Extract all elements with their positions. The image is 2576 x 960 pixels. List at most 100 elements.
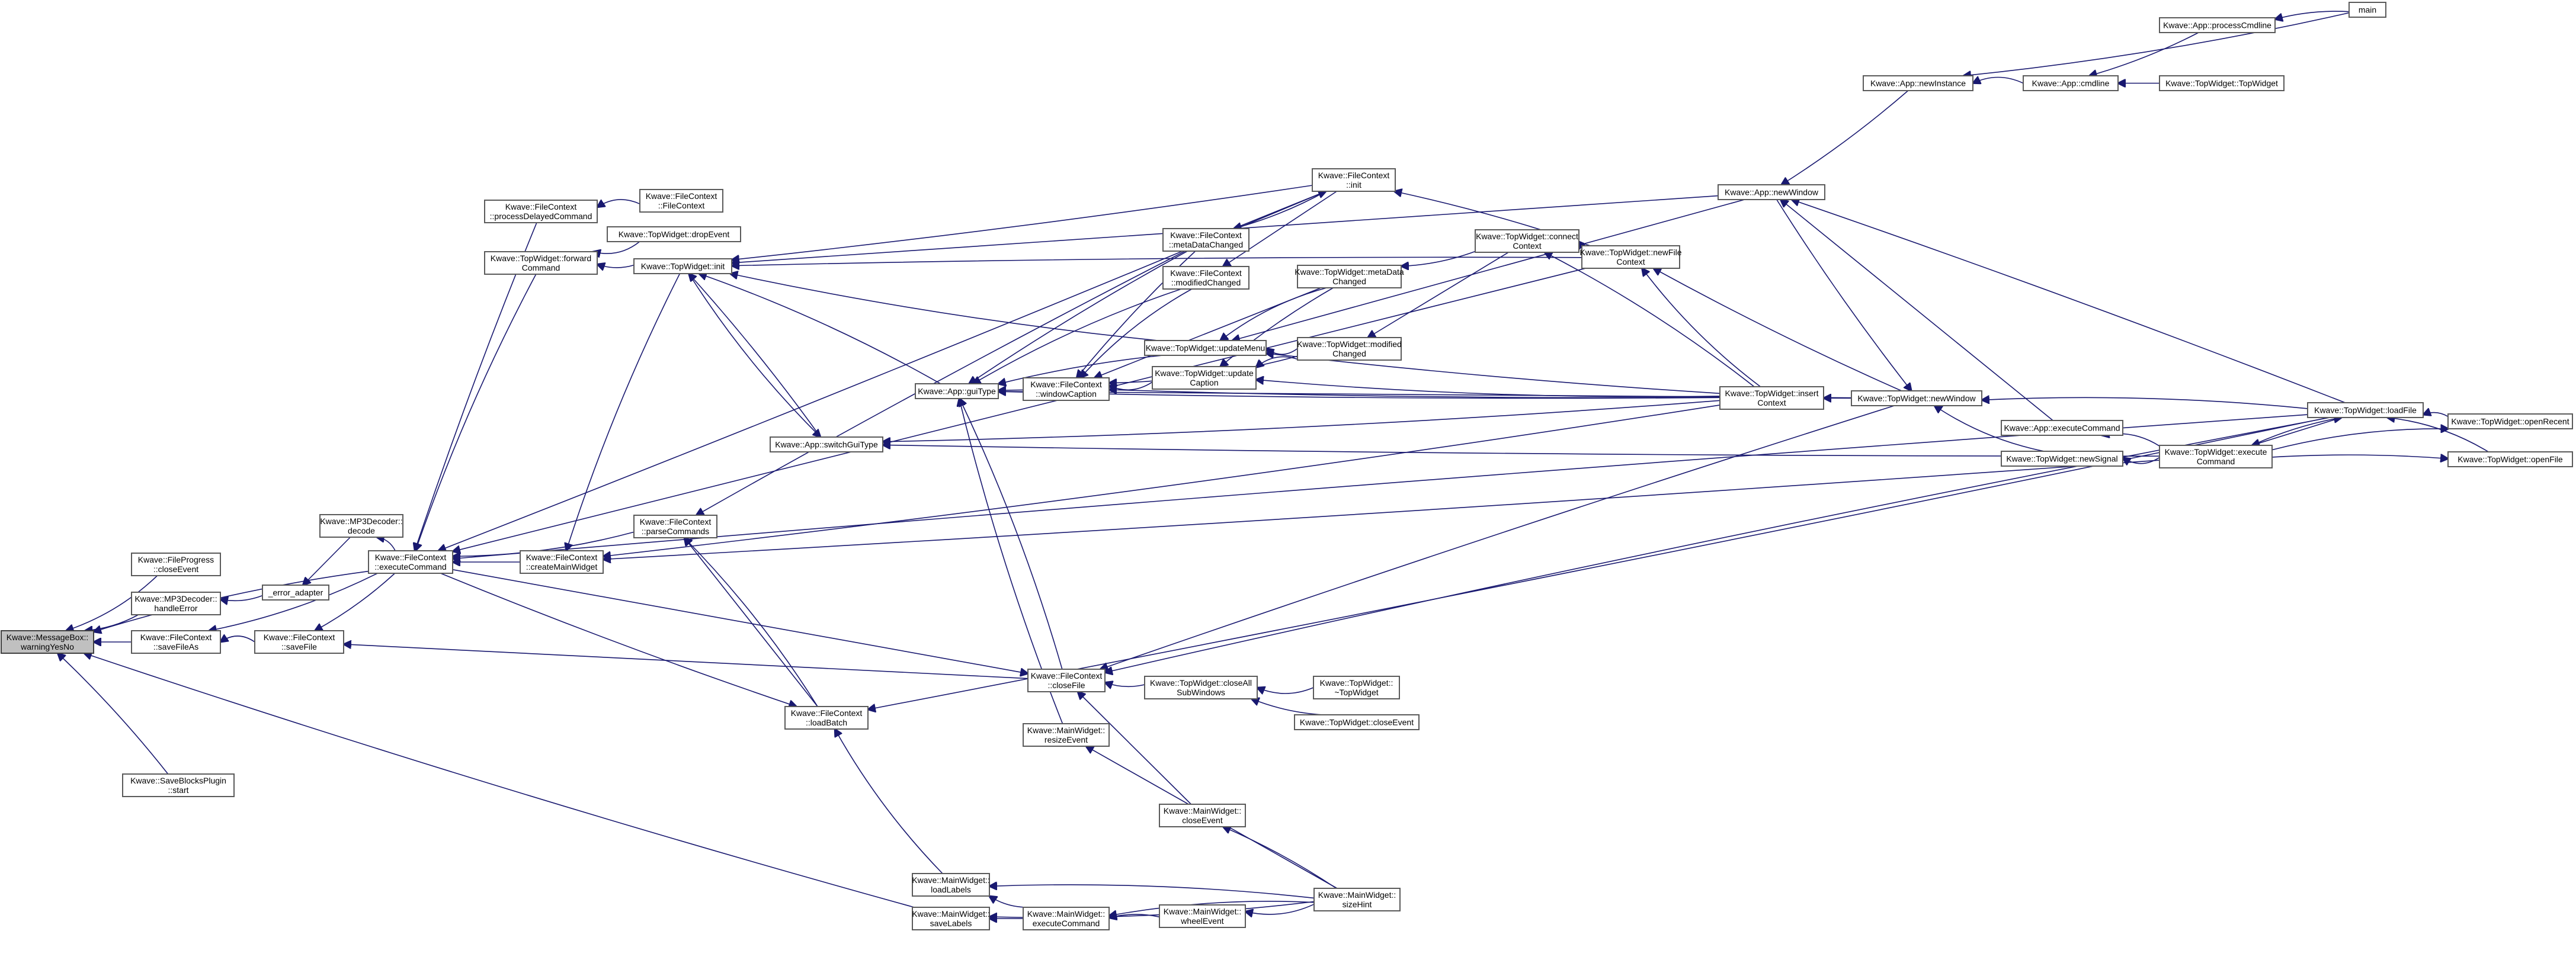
node-fcctor[interactable]: Kwave::FileContext::FileContext <box>639 189 723 213</box>
node-twmeta[interactable]: Kwave::TopWidget::metaDataChanged <box>1295 265 1404 288</box>
node-box[interactable] <box>2348 2 2386 18</box>
node-twinit[interactable]: Kwave::TopWidget::init <box>633 258 732 274</box>
node-wincaption[interactable]: Kwave::FileContext::windowCaption <box>1023 377 1110 401</box>
node-box[interactable] <box>1159 804 1246 827</box>
node-box[interactable] <box>607 226 741 242</box>
node-mwclose[interactable]: Kwave::MainWidget::closeEvent <box>1159 804 1246 827</box>
node-box[interactable] <box>2159 75 2285 91</box>
node-box[interactable] <box>1 630 94 654</box>
node-saveblocks[interactable]: Kwave::SaveBlocksPlugin::start <box>122 773 235 797</box>
node-twmod[interactable]: Kwave::TopWidget::modifiedChanged <box>1297 337 1402 361</box>
node-box[interactable] <box>131 630 221 654</box>
node-switchgui[interactable]: Kwave::App::switchGuiType <box>770 436 883 452</box>
node-box[interactable] <box>639 189 723 213</box>
node-box[interactable] <box>2447 413 2573 429</box>
node-box[interactable] <box>2159 17 2276 33</box>
node-box[interactable] <box>1297 265 1402 288</box>
node-savefile[interactable]: Kwave::FileContext::saveFile <box>254 630 344 654</box>
node-createmw[interactable]: Kwave::FileContext::createMainWidget <box>520 550 604 574</box>
node-parsecmd[interactable]: Kwave::FileContext::parseCommands <box>633 515 717 538</box>
node-box[interactable] <box>1313 676 1400 699</box>
node-updmenu[interactable]: Kwave::TopWidget::updateMenu <box>1144 340 1267 356</box>
node-appnewwin[interactable]: Kwave::App::newWindow <box>1718 184 1825 200</box>
node-box[interactable] <box>262 585 329 601</box>
node-procdelayed[interactable]: Kwave::FileContext::processDelayedComman… <box>484 200 598 223</box>
node-box[interactable] <box>912 873 990 897</box>
node-box[interactable] <box>1475 229 1579 253</box>
node-box[interactable] <box>122 773 235 797</box>
node-box[interactable] <box>319 514 403 538</box>
node-box[interactable] <box>1023 377 1110 401</box>
node-box[interactable] <box>1144 340 1267 356</box>
node-loadfile[interactable]: Kwave::TopWidget::loadFile <box>2307 402 2424 418</box>
node-box[interactable] <box>1863 75 1973 91</box>
node-box[interactable] <box>1718 184 1825 200</box>
node-openrecent[interactable]: Kwave::TopWidget::openRecent <box>2447 413 2573 429</box>
node-box[interactable] <box>1581 245 1680 269</box>
node-fileprog[interactable]: Kwave::FileProgress::closeEvent <box>131 553 221 576</box>
node-box[interactable] <box>915 383 999 399</box>
node-box[interactable] <box>520 550 604 574</box>
node-box[interactable] <box>1159 904 1246 928</box>
node-box[interactable] <box>633 515 717 538</box>
node-box[interactable] <box>1719 386 1824 410</box>
node-guitype[interactable]: Kwave::App::guiType <box>915 383 999 399</box>
node-box[interactable] <box>2023 75 2119 91</box>
node-fcinit[interactable]: Kwave::FileContext::init <box>1312 168 1396 192</box>
node-twdtor[interactable]: Kwave::TopWidget::~TopWidget <box>1313 676 1400 699</box>
node-mp3err[interactable]: Kwave::MP3Decoder::handleError <box>131 592 221 615</box>
node-warn[interactable]: Kwave::MessageBox::warningYesNo <box>1 630 94 654</box>
node-openfile[interactable]: Kwave::TopWidget::openFile <box>2447 451 2573 467</box>
node-box[interactable] <box>2159 445 2273 468</box>
node-mp3dec[interactable]: Kwave::MP3Decoder::decode <box>319 514 403 538</box>
node-box[interactable] <box>131 592 221 615</box>
node-loadbatch[interactable]: Kwave::FileContext::loadBatch <box>784 706 869 730</box>
node-box[interactable] <box>1027 669 1106 692</box>
node-box[interactable] <box>1312 168 1396 192</box>
node-mwsave[interactable]: Kwave::MainWidget::saveLabels <box>912 907 990 930</box>
node-saveas[interactable]: Kwave::FileContext::saveFileAs <box>131 630 221 654</box>
node-mwwheel[interactable]: Kwave::MainWidget::wheelEvent <box>1159 904 1246 928</box>
node-box[interactable] <box>912 907 990 930</box>
node-newsignal[interactable]: Kwave::TopWidget::newSignal <box>2001 451 2123 467</box>
node-twctor[interactable]: Kwave::TopWidget::TopWidget <box>2159 75 2285 91</box>
node-main[interactable]: main <box>2348 2 2386 18</box>
node-box[interactable] <box>368 550 453 574</box>
node-box[interactable] <box>1023 907 1110 930</box>
node-box[interactable] <box>484 200 598 223</box>
node-box[interactable] <box>1162 266 1249 290</box>
node-box[interactable] <box>131 553 221 576</box>
node-proccmd[interactable]: Kwave::App::processCmdline <box>2159 17 2276 33</box>
node-box[interactable] <box>633 258 732 274</box>
node-box[interactable] <box>254 630 344 654</box>
node-cmdline[interactable]: Kwave::App::cmdline <box>2023 75 2119 91</box>
node-closefile[interactable]: Kwave::FileContext::closeFile <box>1027 669 1106 692</box>
node-twclose[interactable]: Kwave::TopWidget::closeEvent <box>1294 714 1420 730</box>
node-mwexec[interactable]: Kwave::MainWidget::executeCommand <box>1023 907 1110 930</box>
node-box[interactable] <box>1152 366 1257 390</box>
node-box[interactable] <box>784 706 869 730</box>
node-twexec[interactable]: Kwave::TopWidget::executeCommand <box>2159 445 2273 468</box>
node-box[interactable] <box>1144 676 1258 699</box>
node-fcmeta[interactable]: Kwave::FileContext::metaDataChanged <box>1162 228 1249 252</box>
node-mwload[interactable]: Kwave::MainWidget::loadLabels <box>912 873 990 897</box>
node-twnewwin[interactable]: Kwave::TopWidget::newWindow <box>1851 390 1982 406</box>
node-box[interactable] <box>2307 402 2424 418</box>
node-newinst[interactable]: Kwave::App::newInstance <box>1863 75 1973 91</box>
node-box[interactable] <box>2001 420 2123 436</box>
node-dropevent[interactable]: Kwave::TopWidget::dropEvent <box>607 226 741 242</box>
node-fcmod[interactable]: Kwave::FileContext::modifiedChanged <box>1162 266 1249 290</box>
node-box[interactable] <box>1313 888 1401 911</box>
node-box[interactable] <box>484 251 598 275</box>
node-box[interactable] <box>770 436 883 452</box>
node-box[interactable] <box>2001 451 2123 467</box>
node-box[interactable] <box>1851 390 1982 406</box>
node-fcexec[interactable]: Kwave::FileContext::executeCommand <box>368 550 453 574</box>
node-mwsize[interactable]: Kwave::MainWidget::sizeHint <box>1313 888 1401 911</box>
node-erradapter[interactable]: _error_adapter <box>262 585 329 601</box>
